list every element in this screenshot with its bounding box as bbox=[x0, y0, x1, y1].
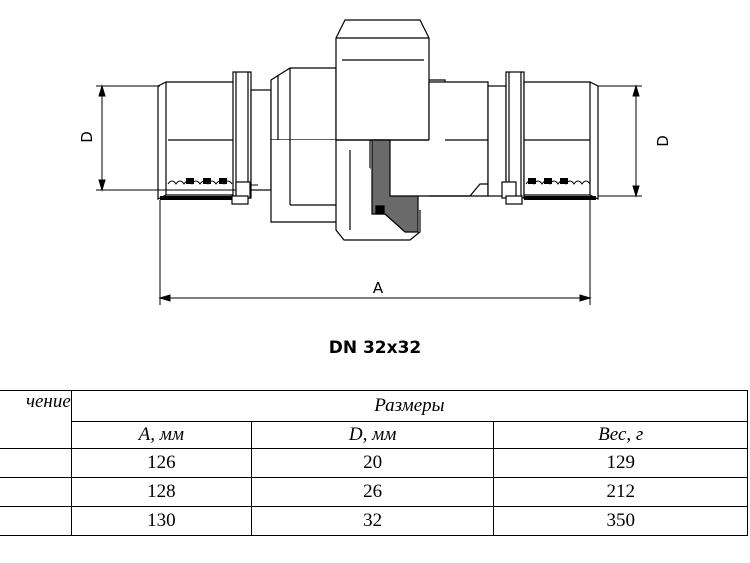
cell-d: 26 bbox=[250, 477, 495, 507]
cell-a: 130 bbox=[70, 506, 252, 536]
dim-d-right-label: D bbox=[654, 135, 672, 147]
a-mm-header: A, мм bbox=[70, 421, 252, 449]
d-mm-header: D, мм bbox=[250, 421, 495, 449]
fitting-drawing: D D A bbox=[78, 19, 672, 305]
left-o-rings bbox=[160, 178, 232, 200]
cell-d: 32 bbox=[250, 506, 495, 536]
weight-header: Вес, г bbox=[493, 421, 748, 449]
cell-weight: 212 bbox=[493, 477, 748, 507]
cell-d: 20 bbox=[250, 448, 495, 478]
cell-weight: 129 bbox=[493, 448, 748, 478]
table-row: 126 20 129 bbox=[0, 448, 748, 478]
left-press-sleeve bbox=[157, 71, 272, 205]
row-designation bbox=[0, 477, 72, 507]
cell-a: 128 bbox=[70, 477, 252, 507]
dim-a-label: A bbox=[373, 279, 384, 297]
sizes-group-header: Размеры bbox=[70, 390, 749, 422]
cell-weight: 350 bbox=[493, 506, 748, 536]
designation-header: чение bbox=[0, 390, 72, 449]
cell-a: 126 bbox=[70, 448, 252, 478]
table-row: 130 32 350 bbox=[0, 506, 748, 536]
dimensions-table: чение Размеры A, мм D, мм Вес, г 126 20 … bbox=[0, 390, 749, 536]
right-press-sleeve bbox=[487, 71, 599, 205]
right-o-rings bbox=[524, 178, 596, 200]
dimension-lines bbox=[96, 84, 642, 305]
table-row: 128 26 212 bbox=[0, 477, 748, 507]
row-designation bbox=[0, 506, 72, 536]
gasket-section bbox=[371, 139, 419, 233]
dim-d-left-label: D bbox=[78, 131, 96, 143]
model-caption: DN 32x32 bbox=[328, 338, 422, 358]
row-designation bbox=[0, 448, 72, 478]
